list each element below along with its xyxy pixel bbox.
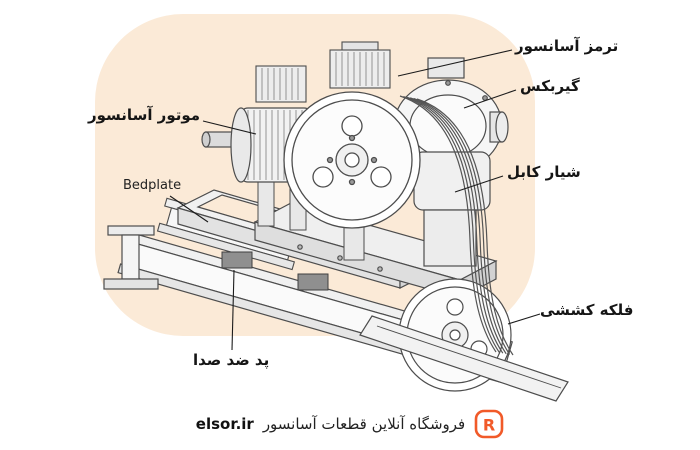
brake-assembly: [329, 41, 391, 89]
front-ibeam-end-section: [103, 225, 159, 290]
label-cable-groove: شیار کابل: [507, 163, 581, 181]
drive-sheave-flywheel: [283, 91, 421, 229]
label-noise-pad: پد ضد صدا: [193, 351, 270, 369]
leader-lines: [169, 49, 541, 351]
label-elevator-motor: موتور آسانسور: [88, 106, 201, 124]
footer-tagline: فروشگاه آنلاین قطعات آسانسور: [262, 415, 466, 433]
leader-brake: [397, 49, 513, 77]
leader-bedplate: [169, 195, 209, 223]
leader-noise-pad: [231, 269, 235, 351]
leader-gearbox: [463, 89, 517, 109]
footer-brand: elsor.ir: [195, 415, 254, 433]
leader-traction-sheave: [507, 313, 541, 325]
leader-motor: [202, 120, 257, 135]
motor-top-cover: [255, 65, 307, 103]
noise-pads: [221, 251, 329, 291]
label-gearbox: گیربکس: [520, 77, 580, 95]
hoist-ropes: [399, 95, 514, 356]
footer: elsor.ir فروشگاه آنلاین قطعات آسانسور R: [0, 409, 700, 439]
guide-rail: [359, 315, 569, 402]
leader-cable-groove: [454, 175, 504, 193]
label-bedplate: Bedplate: [123, 178, 182, 193]
elsor-logo-icon: R: [474, 409, 504, 439]
elsor-logo-frame: [474, 409, 504, 439]
elsor-logo-glyph: R: [483, 416, 495, 435]
label-elevator-brake: ترمز آسانسور: [515, 37, 619, 55]
label-traction-sheave: فلکه کششی: [540, 301, 634, 319]
